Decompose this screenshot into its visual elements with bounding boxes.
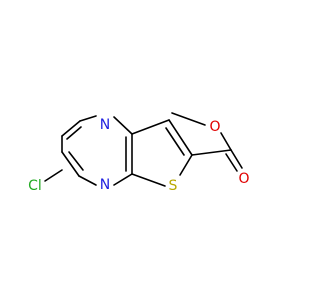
atom-label-o-ester: O xyxy=(209,119,220,135)
bond-c7-s xyxy=(179,154,193,176)
bond-n3-c5 xyxy=(78,175,97,186)
bond-c5-c1 xyxy=(61,151,80,177)
atom-label-n2: N xyxy=(100,177,110,193)
molecule-structure: N N S Cl O O xyxy=(28,112,250,194)
bond-c3-c6 xyxy=(131,119,170,135)
bond-c8-o1 xyxy=(230,149,243,169)
atom-label-o-carbonyl: O xyxy=(238,171,249,187)
bond-c6-c7-inner xyxy=(165,127,185,156)
bond-c4-n3 xyxy=(113,173,133,186)
bond-c5-cl xyxy=(44,169,63,182)
bond-c8-o1-double xyxy=(225,153,238,172)
bond-c8-o2 xyxy=(220,132,232,151)
bond-s-c4 xyxy=(131,173,166,187)
atom-label-cl: Cl xyxy=(28,178,42,194)
bond-c3-n2 xyxy=(79,115,97,122)
bond-c2-n1-inner xyxy=(66,126,82,140)
atom-label-n1: N xyxy=(100,117,110,133)
bond-c6-c7 xyxy=(168,119,193,156)
bond-n1-c2 xyxy=(61,120,81,137)
bond-c7-c8 xyxy=(191,149,232,156)
bond-n2-c3 xyxy=(113,116,133,135)
bond-lines xyxy=(44,112,243,187)
bond-o2-ch3 xyxy=(171,112,206,126)
atom-label-s: S xyxy=(169,178,178,194)
bond-c5-c1-inner xyxy=(68,151,84,171)
